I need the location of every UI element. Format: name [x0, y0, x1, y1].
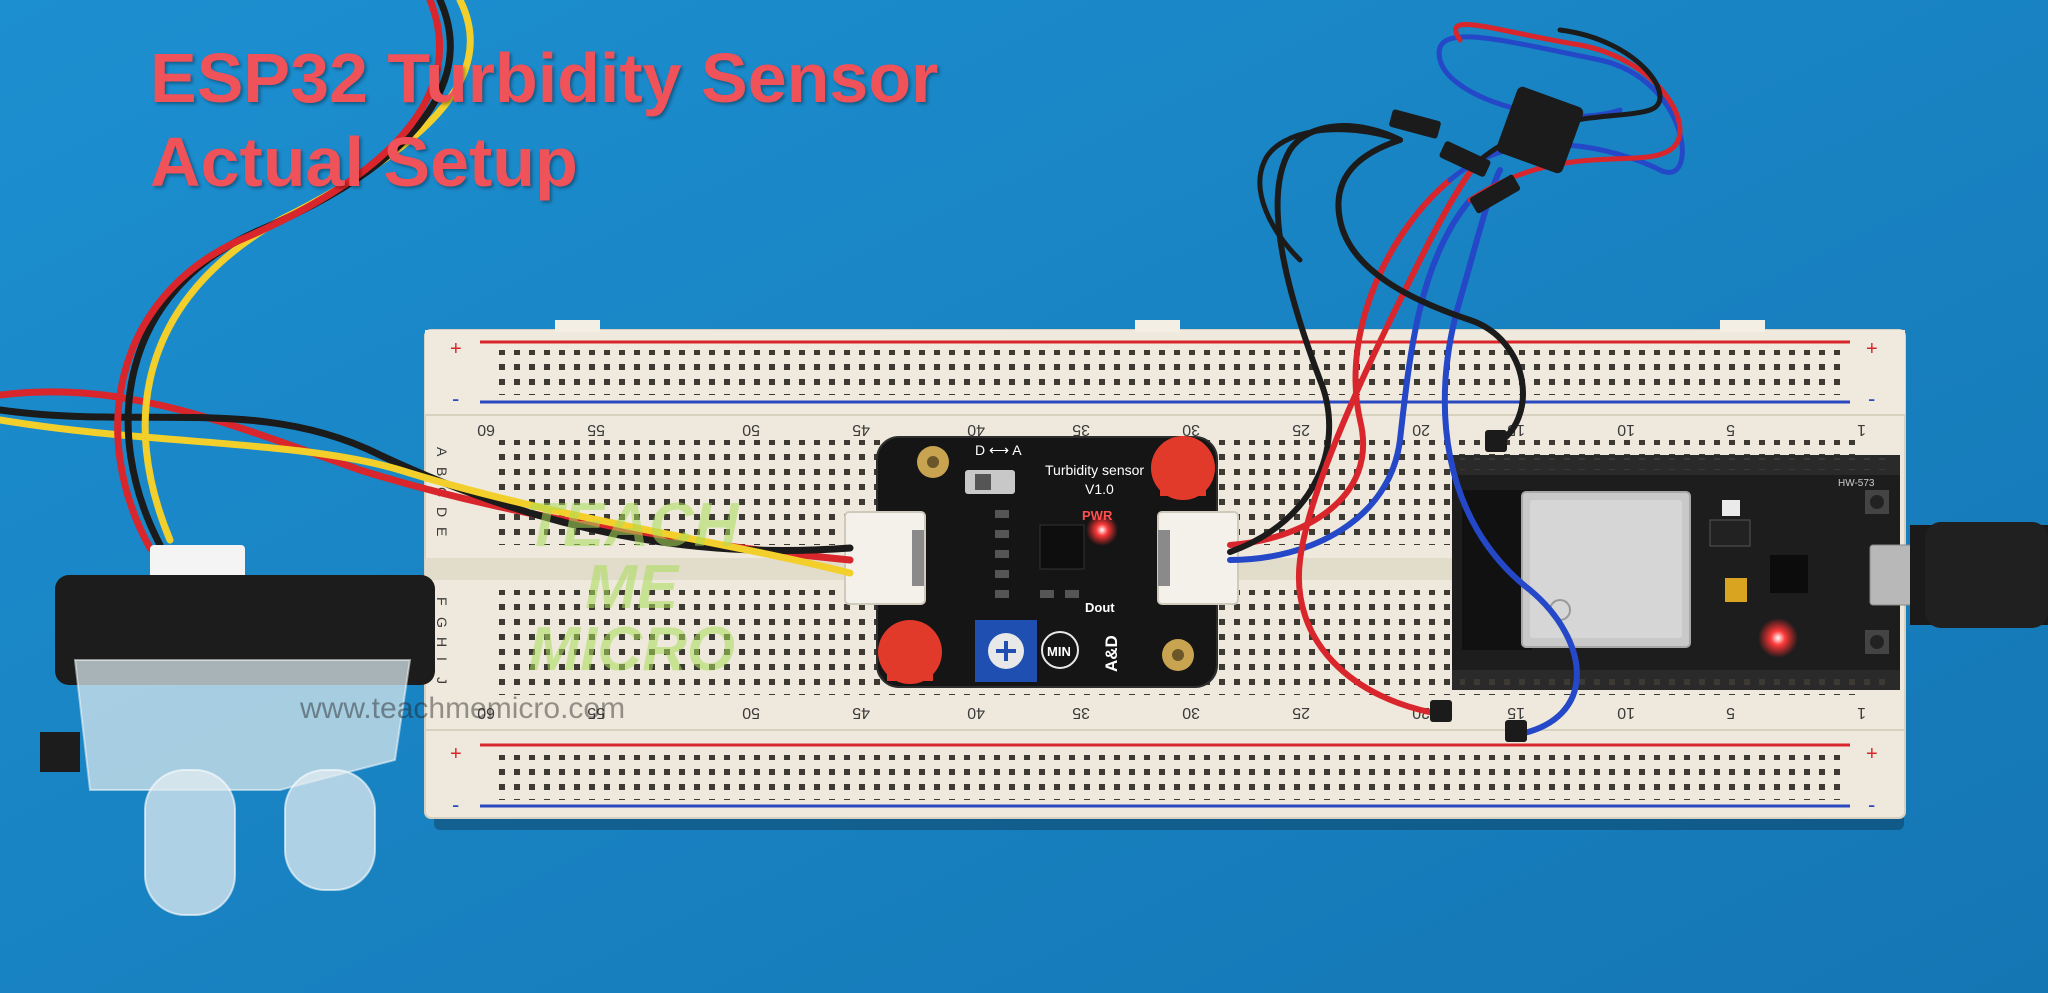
- row-letter: F: [434, 597, 450, 606]
- title-line-1: ESP32 Turbidity Sensor: [150, 39, 939, 117]
- col-number: 60: [477, 421, 495, 438]
- esp32-board: HW-573: [1452, 455, 1913, 690]
- esp32-model-label: HW-573: [1838, 478, 1875, 489]
- col-number: 10: [1617, 704, 1635, 721]
- rail-plus-top-right: +: [1866, 338, 1878, 360]
- col-number: 1: [1857, 421, 1866, 438]
- turbidity-probe: [40, 545, 435, 916]
- watermark-url: www.teachmemicro.com: [300, 692, 626, 725]
- col-number: 35: [1072, 704, 1090, 721]
- col-number: 50: [742, 704, 760, 721]
- col-number: 40: [967, 421, 985, 438]
- rail-minus-top-left: -: [452, 386, 459, 411]
- photo-title: ESP32 Turbidity Sensor Actual Setup: [150, 36, 938, 204]
- col-number: 10: [1617, 421, 1635, 438]
- module-version-label: V1.0: [1085, 481, 1114, 497]
- dout-label: Dout: [1085, 600, 1115, 615]
- min-label: MIN: [1047, 644, 1071, 659]
- col-number: 25: [1292, 704, 1310, 721]
- col-number: 45: [852, 704, 870, 721]
- micro-usb-port: [1869, 544, 1913, 606]
- red-jumper-caps: [878, 436, 1215, 684]
- col-number: 30: [1182, 704, 1200, 721]
- rail-plus-bottom-left: +: [450, 743, 462, 765]
- col-number: 40: [967, 704, 985, 721]
- column-numbers-top: 60 55 50 45 40 35 30 25 20 15 10 5 1: [477, 421, 1866, 438]
- title-line-2: Actual Setup: [150, 123, 578, 201]
- module-name-label: Turbidity sensor: [1045, 462, 1144, 478]
- col-number: 50: [742, 421, 760, 438]
- watermark-logo: TEACH ME MICRO: [525, 495, 739, 681]
- sensor-cable: [0, 0, 854, 577]
- rail-minus-bottom-left: -: [452, 792, 459, 817]
- esp32-red-led: [1758, 618, 1798, 658]
- rail-minus-top-right: -: [1868, 386, 1875, 411]
- dupont-connectors: [1389, 86, 1584, 742]
- col-number: 35: [1072, 421, 1090, 438]
- rail-plus-bottom-right: +: [1866, 743, 1878, 765]
- pwr-label: PWR: [1082, 508, 1113, 523]
- breadboard-clip: [1720, 320, 1765, 332]
- watermark-logo-line: ME: [585, 553, 679, 622]
- col-number: 20: [1412, 421, 1430, 438]
- col-number: 1: [1857, 704, 1866, 721]
- switch-label: D ⟷ A: [975, 442, 1022, 458]
- watermark-logo-line: TEACH: [525, 491, 739, 560]
- breadboard-clip: [555, 320, 600, 332]
- row-letter: B: [434, 467, 450, 476]
- watermark-logo-line: MICRO: [528, 615, 736, 684]
- row-letter: I: [434, 657, 450, 661]
- col-number: 55: [587, 421, 605, 438]
- col-number: 15: [1507, 704, 1525, 721]
- col-number: 60: [477, 704, 495, 721]
- col-number: 5: [1726, 421, 1735, 438]
- rail-minus-bottom-right: -: [1868, 792, 1875, 817]
- column-numbers-bottom: 60 55 50 45 40 35 30 25 20 15 10 5 1: [477, 704, 1866, 721]
- rail-plus-top-left: +: [450, 338, 462, 360]
- row-letter: E: [434, 527, 450, 536]
- row-letter: D: [434, 507, 450, 517]
- col-number: 25: [1292, 421, 1310, 438]
- pwr-led: [1086, 514, 1118, 546]
- row-letter: G: [434, 617, 450, 628]
- ad-label: A&D: [1102, 635, 1121, 672]
- turbidity-sensor-module: [876, 436, 1218, 688]
- row-letter: A: [434, 447, 450, 457]
- esp32-jumper-wires: [1227, 21, 1685, 738]
- col-number: 30: [1182, 421, 1200, 438]
- row-letter: H: [434, 637, 450, 647]
- row-letter: J: [434, 677, 450, 684]
- col-number: 45: [852, 421, 870, 438]
- col-number: 55: [587, 704, 605, 721]
- col-number: 5: [1726, 704, 1735, 721]
- breadboard-clip: [1135, 320, 1180, 332]
